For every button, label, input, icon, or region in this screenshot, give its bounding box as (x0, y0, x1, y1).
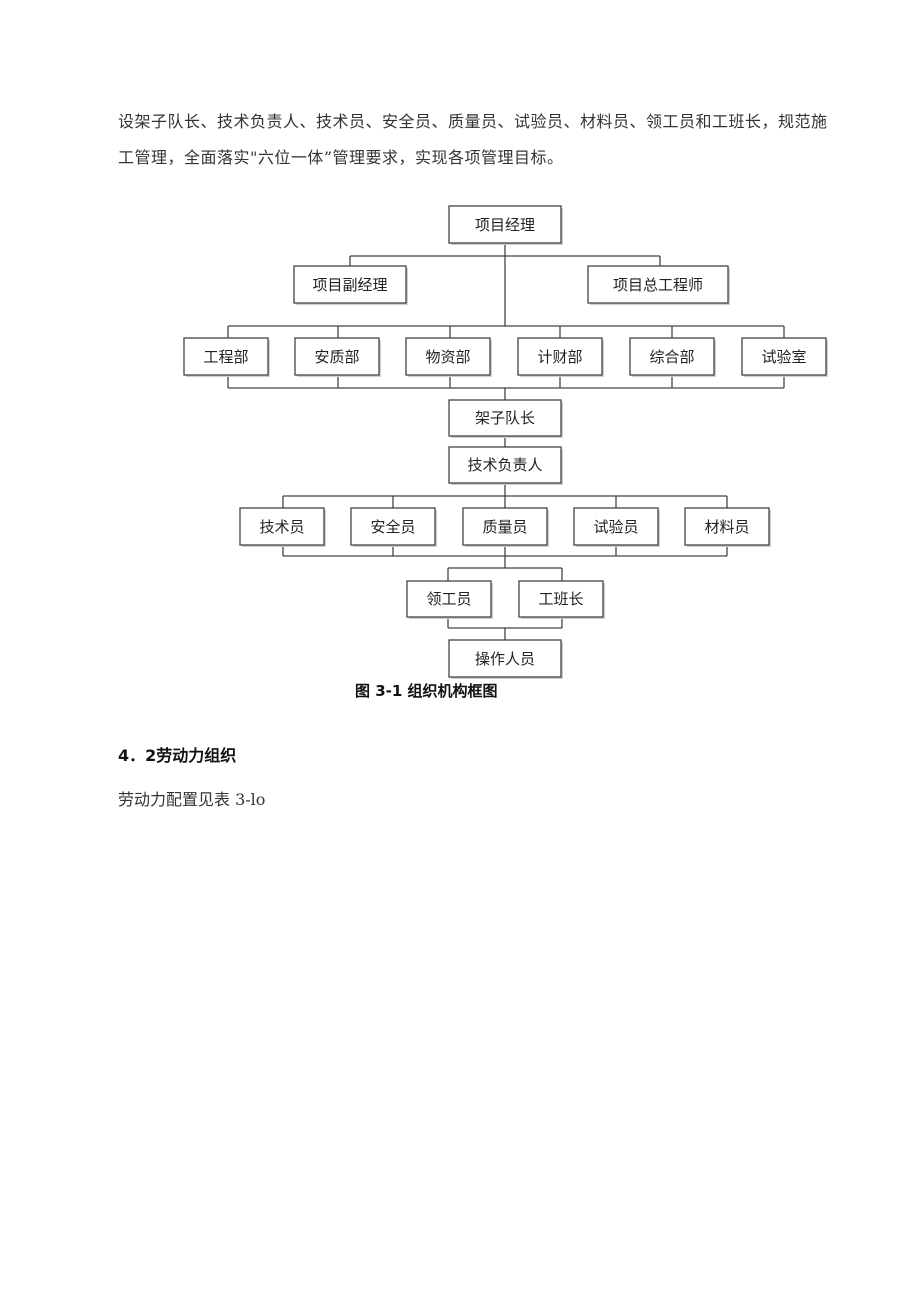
org-node-label: 材料员 (704, 518, 749, 536)
org-node-foreman-2: 工班长 (518, 580, 605, 619)
org-node-label: 综合部 (649, 348, 694, 366)
org-node-label: 项目副经理 (312, 276, 387, 294)
org-node-label: 技术员 (259, 518, 304, 536)
org-node-deputy-1: 项目副经理 (293, 265, 408, 305)
org-node-label: 技术负责人 (467, 456, 542, 474)
org-node-label: 计财部 (537, 348, 582, 366)
org-node-label: 安质部 (314, 348, 359, 366)
org-node-label: 工班长 (538, 590, 583, 608)
org-node-label: 项目经理 (475, 216, 535, 234)
org-node-label: 试验员 (593, 518, 638, 536)
org-node-label: 操作人员 (475, 650, 535, 668)
org-node-staff-1: 技术员 (239, 507, 326, 547)
org-node-dept-5: 综合部 (629, 337, 716, 377)
org-node-label: 项目总工程师 (613, 276, 703, 294)
org-node-deputy-2: 项目总工程师 (587, 265, 730, 305)
org-node-team-leader: 架子队长 (448, 399, 563, 438)
org-chart: 项目经理 项目副经理 项目总工程师 工程部 安质部 物资部 计财部 综合部 (183, 205, 828, 679)
org-chart-connectors (227, 243, 785, 640)
org-node-dept-3: 物资部 (405, 337, 492, 377)
org-node-staff-3: 质量员 (462, 507, 549, 547)
section-heading: 4．2劳动力组织 (118, 746, 237, 765)
figure-caption: 图 3-1 组织机构框图 (355, 682, 498, 700)
org-node-foreman-1: 领工员 (406, 580, 493, 619)
org-node-dept-6: 试验室 (741, 337, 828, 377)
org-node-dept-4: 计财部 (517, 337, 604, 377)
org-node-label: 物资部 (425, 348, 470, 366)
org-node-staff-2: 安全员 (350, 507, 437, 547)
org-node-label: 试验室 (761, 348, 806, 366)
org-node-top: 项目经理 (448, 205, 563, 245)
org-node-dept-1: 工程部 (183, 337, 270, 377)
org-node-label: 领工员 (426, 590, 471, 608)
org-node-dept-2: 安质部 (294, 337, 381, 377)
org-node-label: 工程部 (203, 348, 248, 366)
org-node-workers: 操作人员 (448, 639, 563, 679)
intro-paragraph: 设架子队长、技术负责人、技术员、安全员、质量员、试验员、材料员、领工员和工班长，… (118, 112, 828, 167)
org-node-label: 架子队长 (475, 409, 535, 427)
org-node-tech-lead: 技术负责人 (448, 446, 563, 485)
section-paragraph: 劳动力配置见表 3-lo (118, 790, 266, 809)
org-node-staff-5: 材料员 (684, 507, 771, 547)
org-node-staff-4: 试验员 (573, 507, 660, 547)
org-node-label: 安全员 (370, 518, 415, 536)
org-node-label: 质量员 (482, 518, 527, 536)
